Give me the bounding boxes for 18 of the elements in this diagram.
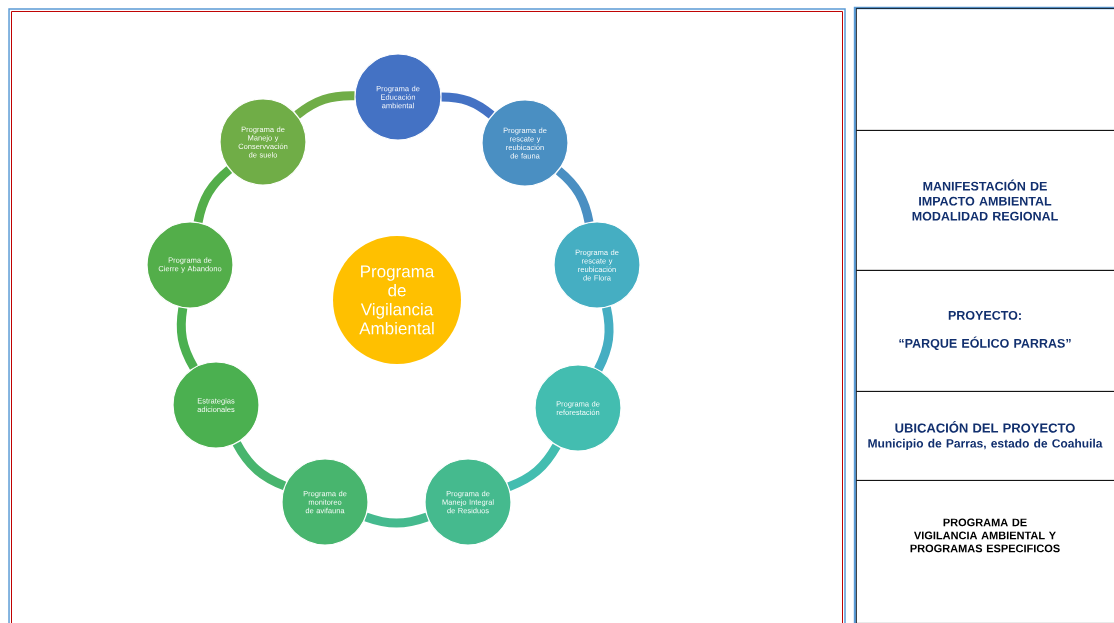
ring-connector bbox=[555, 167, 594, 224]
ring-connector bbox=[176, 307, 198, 370]
cell-text: UBICACIÓN DEL PROYECTO Municipio de Parras, estado de Coahuila bbox=[868, 421, 1103, 450]
header-cell bbox=[856, 130, 1114, 271]
cell-text: PROYECTO: “PARQUE EÓLICO PARRAS” bbox=[899, 310, 1071, 351]
header-cell bbox=[856, 270, 1114, 392]
ring-connector bbox=[193, 166, 233, 224]
ring-connector bbox=[594, 306, 614, 372]
header-cell bbox=[856, 480, 1114, 623]
cell-text: MANIFESTACIÓN DE IMPACTO AMBIENTAL MODALIDAD REGIONAL bbox=[912, 179, 1058, 221]
ring-connector bbox=[294, 91, 355, 119]
ring-connector bbox=[232, 441, 287, 491]
header-cell bbox=[856, 8, 1114, 131]
ring-connector bbox=[441, 92, 495, 119]
ring-connector bbox=[364, 512, 429, 528]
cell-text: PROGRAMA DE VIGILANCIA AMBIENTAL Y PROGRAMAS ESPECIFICOS bbox=[910, 518, 1060, 553]
ring-connector bbox=[507, 443, 561, 491]
header-cell bbox=[856, 391, 1114, 481]
